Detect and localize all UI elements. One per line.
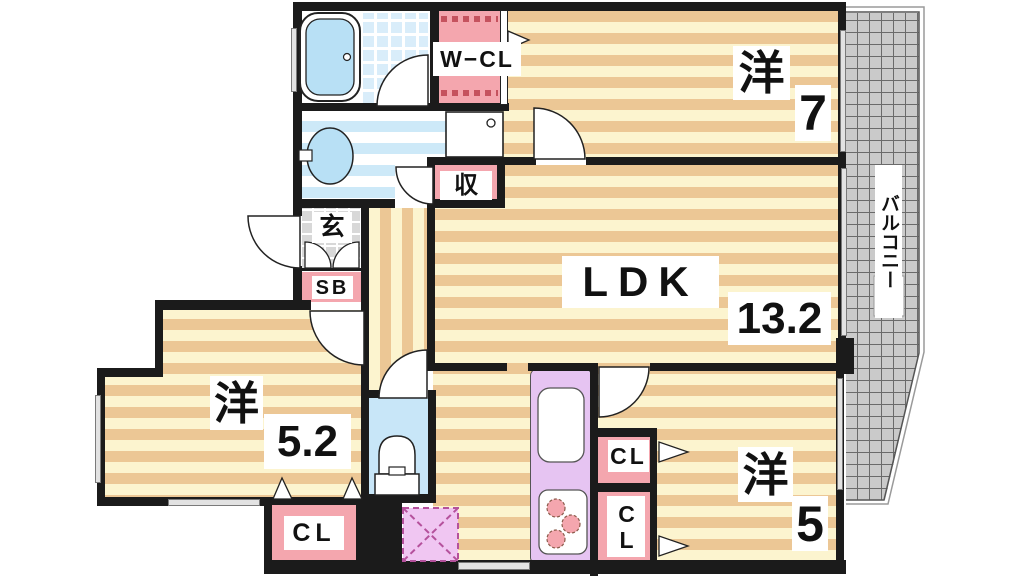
- wall-closet-west-top: [264, 497, 359, 505]
- wall-closet-east: [650, 428, 657, 562]
- walkin-closet-hanger-bottom: [441, 90, 498, 96]
- wall-entrance-sb-divider: [302, 268, 361, 271]
- walkin-closet-hanger-top: [441, 16, 498, 22]
- door-entry: [247, 215, 301, 269]
- wall-storage-bottom: [433, 199, 505, 208]
- window-western52-south: [168, 499, 260, 506]
- wall-toilet-top-stub: [361, 390, 379, 398]
- closet-west-label: CL: [284, 516, 344, 550]
- wall-western52-west: [97, 368, 105, 506]
- wall-entrance-east: [361, 205, 369, 505]
- wall-closet-divider: [592, 483, 657, 492]
- window-western52-west: [95, 395, 101, 483]
- wall-closet-west-side: [264, 497, 272, 574]
- wall-ldk-bottom-west: [433, 363, 507, 371]
- toilet-room-floor: [369, 398, 428, 495]
- window-bathroom-west: [291, 28, 297, 92]
- ldk-label: LDK: [562, 256, 719, 308]
- wall-niche-bottom: [427, 157, 508, 165]
- window-western5-east: [837, 378, 843, 490]
- wall-yo7-ldk-east: [586, 157, 845, 165]
- window-western7-east: [840, 30, 846, 152]
- hallway-floor: [369, 208, 427, 398]
- western5-kanji: 洋: [738, 447, 793, 502]
- entrance-label: 玄: [312, 212, 352, 243]
- western7-size: 7: [795, 85, 831, 141]
- wall-west-entrance: [293, 266, 302, 310]
- wall-closet-mid-top: [592, 428, 657, 437]
- western52-size: 5.2: [264, 414, 351, 469]
- wall-black-column: [356, 497, 402, 562]
- western52-kanji: 洋: [210, 376, 263, 430]
- wall-bath-bottom: [293, 103, 509, 111]
- wall-western52-top-stub: [361, 300, 369, 310]
- wall-bottom: [264, 560, 846, 574]
- wall-counter-top: [528, 363, 598, 371]
- western52-floor-west: [105, 377, 163, 497]
- wall-western5-top: [650, 363, 846, 371]
- wall-top: [293, 2, 846, 11]
- window-kitchen-south: [458, 562, 530, 570]
- wall-hall-ldk: [427, 208, 435, 371]
- wall-storage-east: [497, 157, 505, 208]
- window-ldk-east: [841, 168, 847, 336]
- kitchen-counter: [530, 368, 592, 562]
- storage-label: 収: [440, 171, 492, 200]
- ldk-size: 13.2: [728, 292, 831, 345]
- wall-washroom-bottom: [293, 199, 395, 208]
- closet-mid-label: CL: [608, 440, 649, 472]
- laundry-niche-floor: [433, 111, 500, 158]
- wall-western52-top-west: [155, 300, 311, 310]
- wall-toilet-east: [428, 390, 436, 500]
- bathroom-tile-floor: [363, 13, 428, 103]
- shoe-box-label: SB: [312, 276, 353, 299]
- wall-kitchen-vestibule: [590, 363, 598, 576]
- western5-size: 5: [792, 496, 828, 551]
- wall-western52-notch-v: [155, 300, 163, 377]
- wall-toilet-bottom: [361, 494, 436, 503]
- walkin-closet-label: W−CL: [433, 42, 521, 76]
- closet-south-label: CL: [607, 496, 645, 557]
- western7-kanji: 洋: [733, 46, 790, 100]
- wall-western52-step: [97, 368, 163, 377]
- balcony-label: バルコニー: [875, 165, 902, 318]
- wall-yo7-ldk-west: [500, 157, 536, 165]
